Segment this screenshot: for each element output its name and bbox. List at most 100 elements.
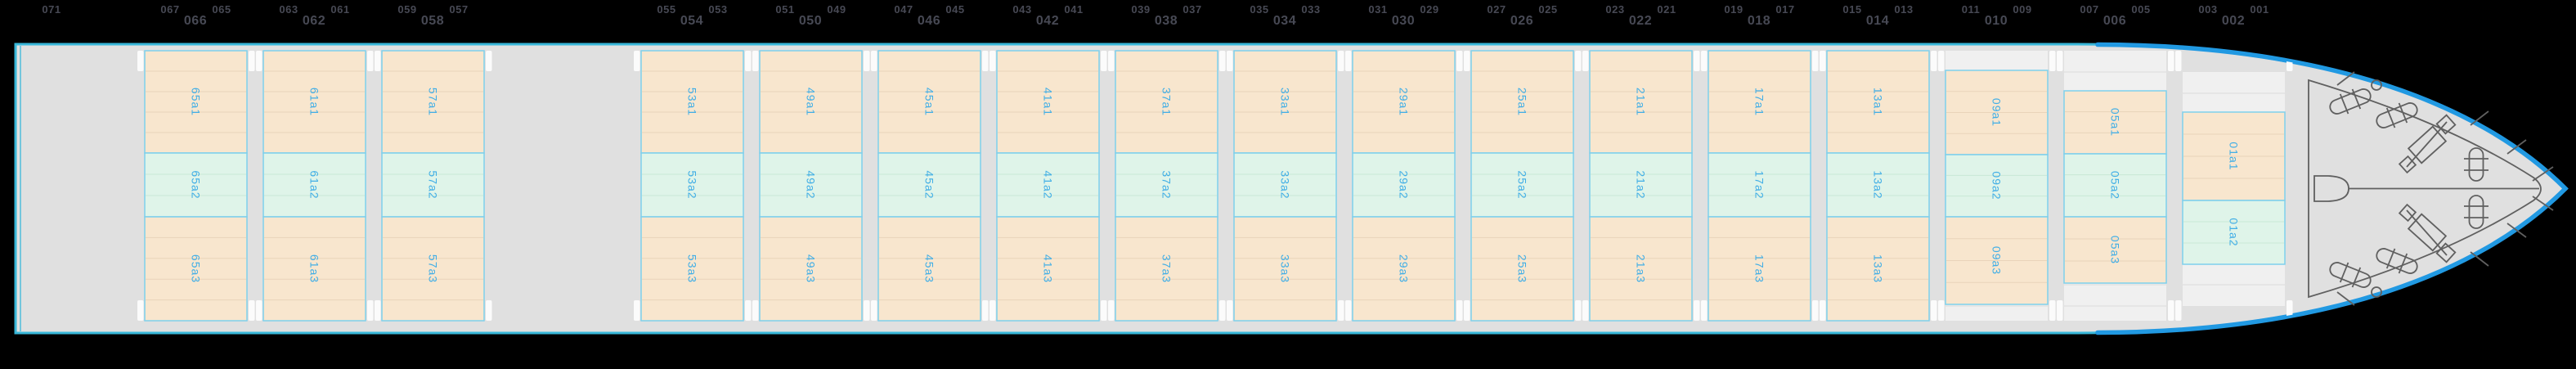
stowage-cell-49a3[interactable] xyxy=(759,216,863,322)
stowage-cell-61a1[interactable] xyxy=(263,50,366,154)
stowage-cell-45a1[interactable] xyxy=(877,50,981,154)
stowage-cell-17a3[interactable] xyxy=(1708,216,1811,322)
stowage-cell-45a3[interactable] xyxy=(877,216,981,322)
stowage-cell-25a3[interactable] xyxy=(1470,216,1574,322)
stowage-cell-57a2[interactable] xyxy=(381,152,485,218)
cell-label: 09a2 xyxy=(1990,171,2004,200)
stowage-cell-61a3[interactable] xyxy=(263,216,366,322)
bay-number-label: 030 xyxy=(1391,14,1416,28)
stowage-cell-65a2[interactable] xyxy=(144,152,248,218)
lashing-bridge-tab xyxy=(634,51,640,71)
stowage-cell-49a1[interactable] xyxy=(759,50,863,154)
stowage-cell-53a1[interactable] xyxy=(640,50,744,154)
cell-label: 25a3 xyxy=(1516,254,1529,283)
lashing-bridge-tab xyxy=(1345,51,1352,71)
cell-label: 49a1 xyxy=(805,88,818,116)
cell-label: 37a2 xyxy=(1160,170,1174,199)
stowage-cell-33a3[interactable] xyxy=(1233,216,1337,322)
bay-number-label: 051 xyxy=(775,3,795,16)
stowage-cell-01a2[interactable] xyxy=(2182,200,2286,265)
stowage-cell-53a2[interactable] xyxy=(640,152,744,218)
bay-number-label: 001 xyxy=(2250,3,2269,16)
lashing-bridge-tab xyxy=(1456,51,1463,71)
bulwark-tick xyxy=(2470,110,2489,126)
stowage-cell-17a2[interactable] xyxy=(1708,152,1811,218)
bay-number-label: 065 xyxy=(212,3,231,16)
lashing-bridge-tab xyxy=(634,300,640,321)
cell-label: 09a1 xyxy=(1990,98,2004,127)
stowage-cell-65a3[interactable] xyxy=(144,216,248,322)
stowage-cell-13a1[interactable] xyxy=(1826,50,1930,154)
bay-number-label: 049 xyxy=(827,3,846,16)
stowage-cell-21a2[interactable] xyxy=(1589,152,1693,218)
stowage-cell-33a1[interactable] xyxy=(1233,50,1337,154)
lashing-bridge-tab xyxy=(1219,51,1226,71)
stowage-cell-17a1[interactable] xyxy=(1708,50,1811,154)
stowage-cell-37a1[interactable] xyxy=(1115,50,1218,154)
bay-number-label: 025 xyxy=(1538,3,1558,16)
lashing-bridge-tab xyxy=(745,51,752,71)
cell-label: 61a2 xyxy=(308,170,321,199)
stowage-cell-13a2[interactable] xyxy=(1826,152,1930,218)
breakwater-icon xyxy=(2313,175,2349,202)
lashing-bridge-tab xyxy=(1227,300,1233,321)
cell-label: 53a2 xyxy=(686,170,699,199)
bulwark-tick xyxy=(2336,291,2355,306)
stowage-cell-37a3[interactable] xyxy=(1115,216,1218,322)
bay-number-label: 039 xyxy=(1131,3,1151,16)
lashing-bridge-tab xyxy=(752,300,759,321)
stowage-cell-29a3[interactable] xyxy=(1352,216,1456,322)
stowage-cell-21a1[interactable] xyxy=(1589,50,1693,154)
bay-number-label: 045 xyxy=(945,3,965,16)
stowage-cell-53a3[interactable] xyxy=(640,216,744,322)
bay-number-label: 046 xyxy=(917,14,941,28)
stowage-cell-41a2[interactable] xyxy=(996,152,1100,218)
cell-label: 65a3 xyxy=(190,254,203,283)
cell-label: 33a1 xyxy=(1279,88,1292,116)
cell-label: 33a2 xyxy=(1279,170,1292,199)
lashing-bridge-tab xyxy=(1464,300,1470,321)
cell-label: 41a1 xyxy=(1042,88,1055,116)
lashing-bridge-tab xyxy=(1108,51,1115,71)
stowage-cell-33a2[interactable] xyxy=(1233,152,1337,218)
stowage-cell-57a3[interactable] xyxy=(381,216,485,322)
bay-number-label: 067 xyxy=(160,3,180,16)
lashing-bridge-tab xyxy=(2049,300,2056,321)
bay-number-label: 027 xyxy=(1487,3,1506,16)
stowage-cell-29a2[interactable] xyxy=(1352,152,1456,218)
lashing-bridge-tab xyxy=(249,300,255,321)
stowage-cell-61a2[interactable] xyxy=(263,152,366,218)
stowage-cell-21a3[interactable] xyxy=(1589,216,1693,322)
stowage-cell-25a2[interactable] xyxy=(1470,152,1574,218)
stowage-cell-29a1[interactable] xyxy=(1352,50,1456,154)
stowage-cell-05a3[interactable] xyxy=(2063,216,2167,284)
stowage-cell-49a2[interactable] xyxy=(759,152,863,218)
stowage-cell-57a1[interactable] xyxy=(381,50,485,154)
stowage-cell-41a3[interactable] xyxy=(996,216,1100,322)
lashing-bridge-tab xyxy=(1694,300,1700,321)
cell-label: 05a2 xyxy=(2109,171,2122,200)
cell-label: 29a1 xyxy=(1398,88,1411,116)
stowage-cell-25a1[interactable] xyxy=(1470,50,1574,154)
stowage-cell-13a3[interactable] xyxy=(1826,216,1930,322)
bay-number-label: 005 xyxy=(2131,3,2151,16)
stowage-cell-41a1[interactable] xyxy=(996,50,1100,154)
lashing-bridge-tab xyxy=(137,300,144,321)
mooring-winch-icon xyxy=(2329,262,2372,288)
lashing-bridge-tab xyxy=(1820,300,1826,321)
stowage-cell-05a2[interactable] xyxy=(2063,153,2167,218)
bay-number-label: 015 xyxy=(1842,3,1862,16)
stowage-cell-65a1[interactable] xyxy=(144,50,248,154)
lashing-bridge-tab xyxy=(1812,300,1819,321)
cell-label: 61a3 xyxy=(308,254,321,283)
stowage-cell-45a2[interactable] xyxy=(877,152,981,218)
lashing-bridge-tab xyxy=(1938,51,1945,71)
stowage-cell-37a2[interactable] xyxy=(1115,152,1218,218)
cell-label: 17a1 xyxy=(1753,88,1766,116)
lashing-bridge-tab xyxy=(1575,300,1582,321)
stowage-cell-09a2[interactable] xyxy=(1945,154,2049,218)
lashing-bridge-tab xyxy=(1338,51,1344,71)
lashing-bridge-tab xyxy=(375,51,381,71)
bay-number-label: 043 xyxy=(1012,3,1032,16)
